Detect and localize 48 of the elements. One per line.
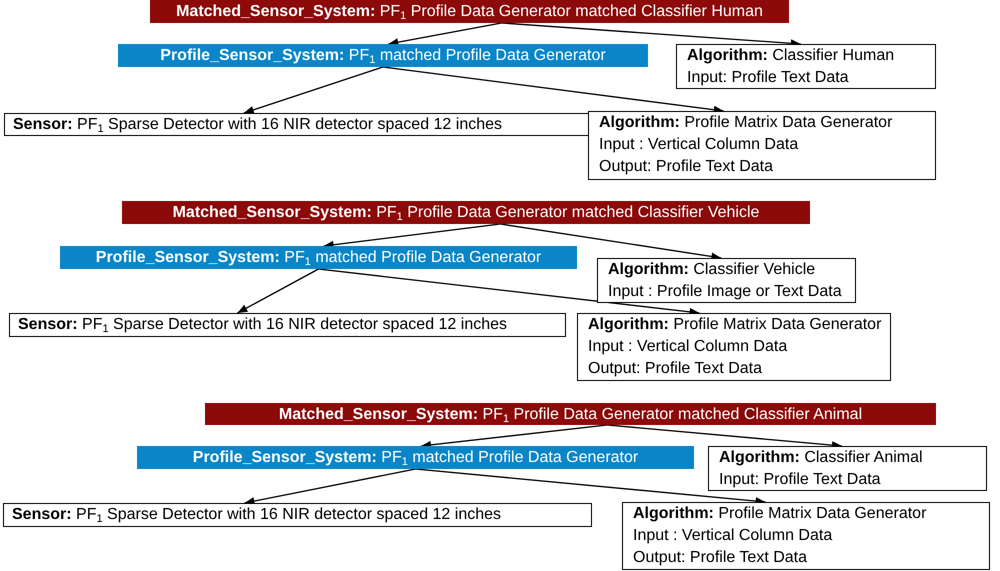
- node-heading: Algorithm: Classifier Animal: [719, 448, 923, 468]
- arrow: [421, 424, 608, 449]
- algorithm-box: [622, 502, 990, 570]
- system-banner: [150, 0, 789, 23]
- node-heading: Sensor: PF$_{1}$ Sparse Detector with 16 NIR detector spaced 12 inches: [18, 315, 508, 336]
- node-detail: Input : Profile Image or Text Data: [608, 282, 842, 302]
- node-detail: Output: Profile Text Data: [599, 157, 774, 177]
- arrow: [237, 268, 319, 314]
- node-heading: Algorithm: Classifier Vehicle: [608, 260, 816, 280]
- node-heading: Algorithm: Classifier Human: [687, 46, 894, 66]
- node-detail: Input : Vertical Column Data: [588, 337, 788, 357]
- node-detail: Input: Profile Text Data: [687, 68, 849, 88]
- arrow: [382, 66, 724, 114]
- arrow: [388, 22, 502, 46]
- arrow: [244, 66, 384, 114]
- subsystem-banner: [118, 44, 648, 67]
- node-heading: Sensor: PF$_{1}$ Sparse Detector with 16 NIR detector spaced 12 inches: [13, 115, 502, 136]
- sensor-box: [4, 113, 589, 136]
- algorithm-box: [577, 313, 891, 381]
- node-heading: Matched_Sensor_System: PF$_{1}$ Profile Data Generator matched Classifier Animal: [278, 405, 862, 426]
- node-heading: Profile_Sensor_System: PF$_{1}$ matched Profile Data Generator: [96, 248, 542, 269]
- algorithm-box: [708, 446, 987, 491]
- node-heading: Algorithm: Profile Matrix Data Generator: [599, 113, 892, 133]
- node-detail: Input: Profile Text Data: [719, 470, 881, 490]
- node-heading: Profile_Sensor_System: PF$_{1}$ matched Profile Data Generator: [160, 46, 606, 67]
- node-detail: Output: Profile Text Data: [633, 548, 808, 568]
- system-banner: [205, 403, 936, 425]
- sensor-box: [9, 313, 566, 337]
- arrow: [324, 223, 500, 249]
- sensor-box: [3, 503, 592, 527]
- subsystem-banner: [60, 246, 577, 269]
- node-heading: Matched_Sensor_System: PF$_{1}$ Profile Data Generator matched Classifier Human: [176, 2, 763, 23]
- algorithm-box: [597, 258, 856, 303]
- node-heading: Profile_Sensor_System: PF$_{1}$ matched Profile Data Generator: [192, 448, 638, 469]
- node-heading: Matched_Sensor_System: PF$_{1}$ Profile Data Generator matched Classifier Vehicle: [172, 203, 760, 224]
- node-detail: Output: Profile Text Data: [588, 359, 762, 379]
- node-detail: Input : Vertical Column Data: [599, 135, 798, 155]
- algorithm-box: [588, 111, 936, 180]
- arrow: [500, 223, 722, 260]
- node-heading: Sensor: PF$_{1}$ Sparse Detector with 16 NIR detector spaced 12 inches: [12, 505, 502, 526]
- arrow: [244, 468, 416, 505]
- node-heading: Algorithm: Profile Matrix Data Generator: [633, 504, 926, 524]
- node-heading: Algorithm: Profile Matrix Data Generator: [588, 315, 882, 335]
- algorithm-box: [676, 44, 936, 89]
- node-detail: Input : Vertical Column Data: [633, 526, 832, 546]
- subsystem-banner: [137, 446, 694, 469]
- system-banner: [122, 201, 810, 224]
- arrow: [318, 268, 700, 316]
